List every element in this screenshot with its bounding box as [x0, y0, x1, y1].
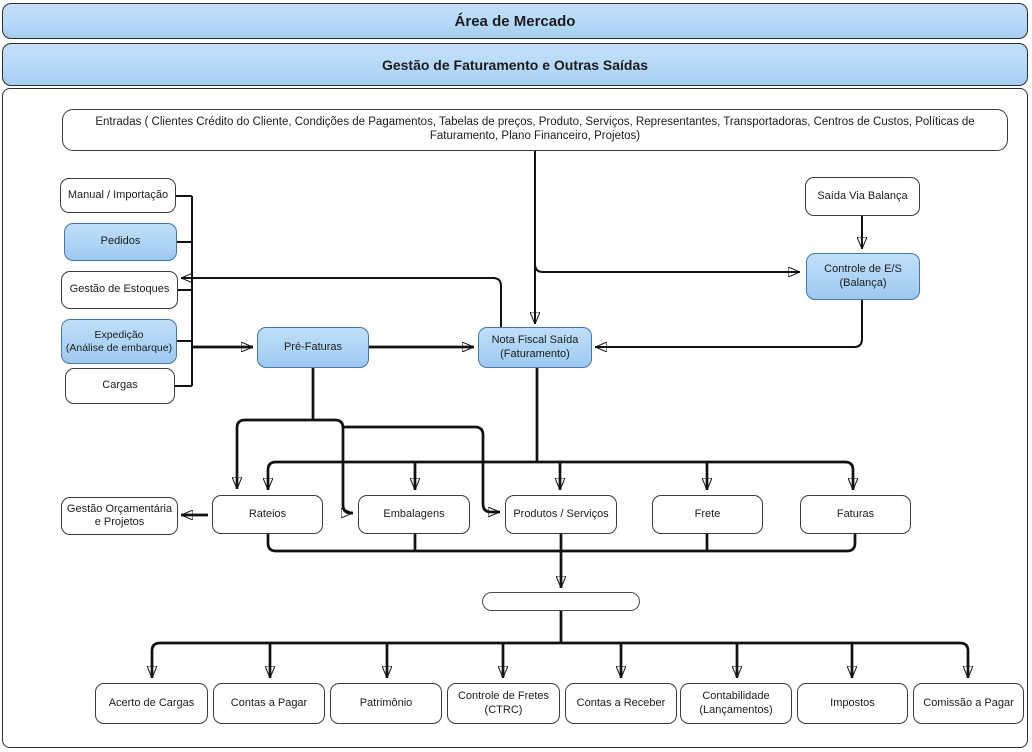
node-expedicao: Expedição (Análise de embarque)	[61, 319, 177, 364]
node-gestao-orcamentaria: Gestão Orçamentária e Projetos	[61, 497, 178, 535]
node-contas-a-receber: Contas a Receber	[565, 683, 677, 724]
banner-area-de-mercado: Área de Mercado	[2, 3, 1028, 39]
node-entradas: Entradas ( Clientes Crédito do Cliente, …	[62, 109, 1008, 151]
banner-subtitle: Gestão de Faturamento e Outras Saídas	[2, 43, 1028, 86]
node-connector-pill	[482, 592, 640, 611]
node-comissao-a-pagar: Comissão a Pagar	[913, 683, 1024, 724]
node-manual-importacao: Manual / Importação	[60, 178, 176, 213]
node-contas-a-pagar: Contas a Pagar	[213, 683, 325, 724]
node-frete: Frete	[652, 495, 763, 534]
node-patrimonio: Patrimônio	[330, 683, 442, 724]
node-pre-faturas: Pré-Faturas	[257, 327, 369, 368]
node-cargas: Cargas	[65, 368, 175, 404]
node-controle-de-fretes-ctrc: Controle de Fretes (CTRC)	[447, 683, 560, 724]
node-faturas: Faturas	[800, 495, 911, 534]
node-contabilidade-lancamentos: Contabilidade (Lançamentos)	[680, 683, 792, 724]
node-gestao-de-estoques: Gestão de Estoques	[61, 271, 178, 309]
node-nota-fiscal-saida: Nota Fiscal Saída (Faturamento)	[478, 327, 592, 368]
node-impostos: Impostos	[797, 683, 908, 724]
node-embalagens: Embalagens	[358, 495, 470, 534]
node-acerto-de-cargas: Acerto de Cargas	[95, 683, 208, 724]
node-produtos-servicos: Produtos / Serviços	[505, 495, 617, 534]
node-saida-via-balanca: Saída Via Balança	[805, 177, 920, 216]
node-rateios: Rateios	[212, 495, 323, 534]
node-controle-es-balanca: Controle de E/S (Balança)	[806, 253, 920, 300]
node-pedidos: Pedidos	[64, 223, 177, 261]
